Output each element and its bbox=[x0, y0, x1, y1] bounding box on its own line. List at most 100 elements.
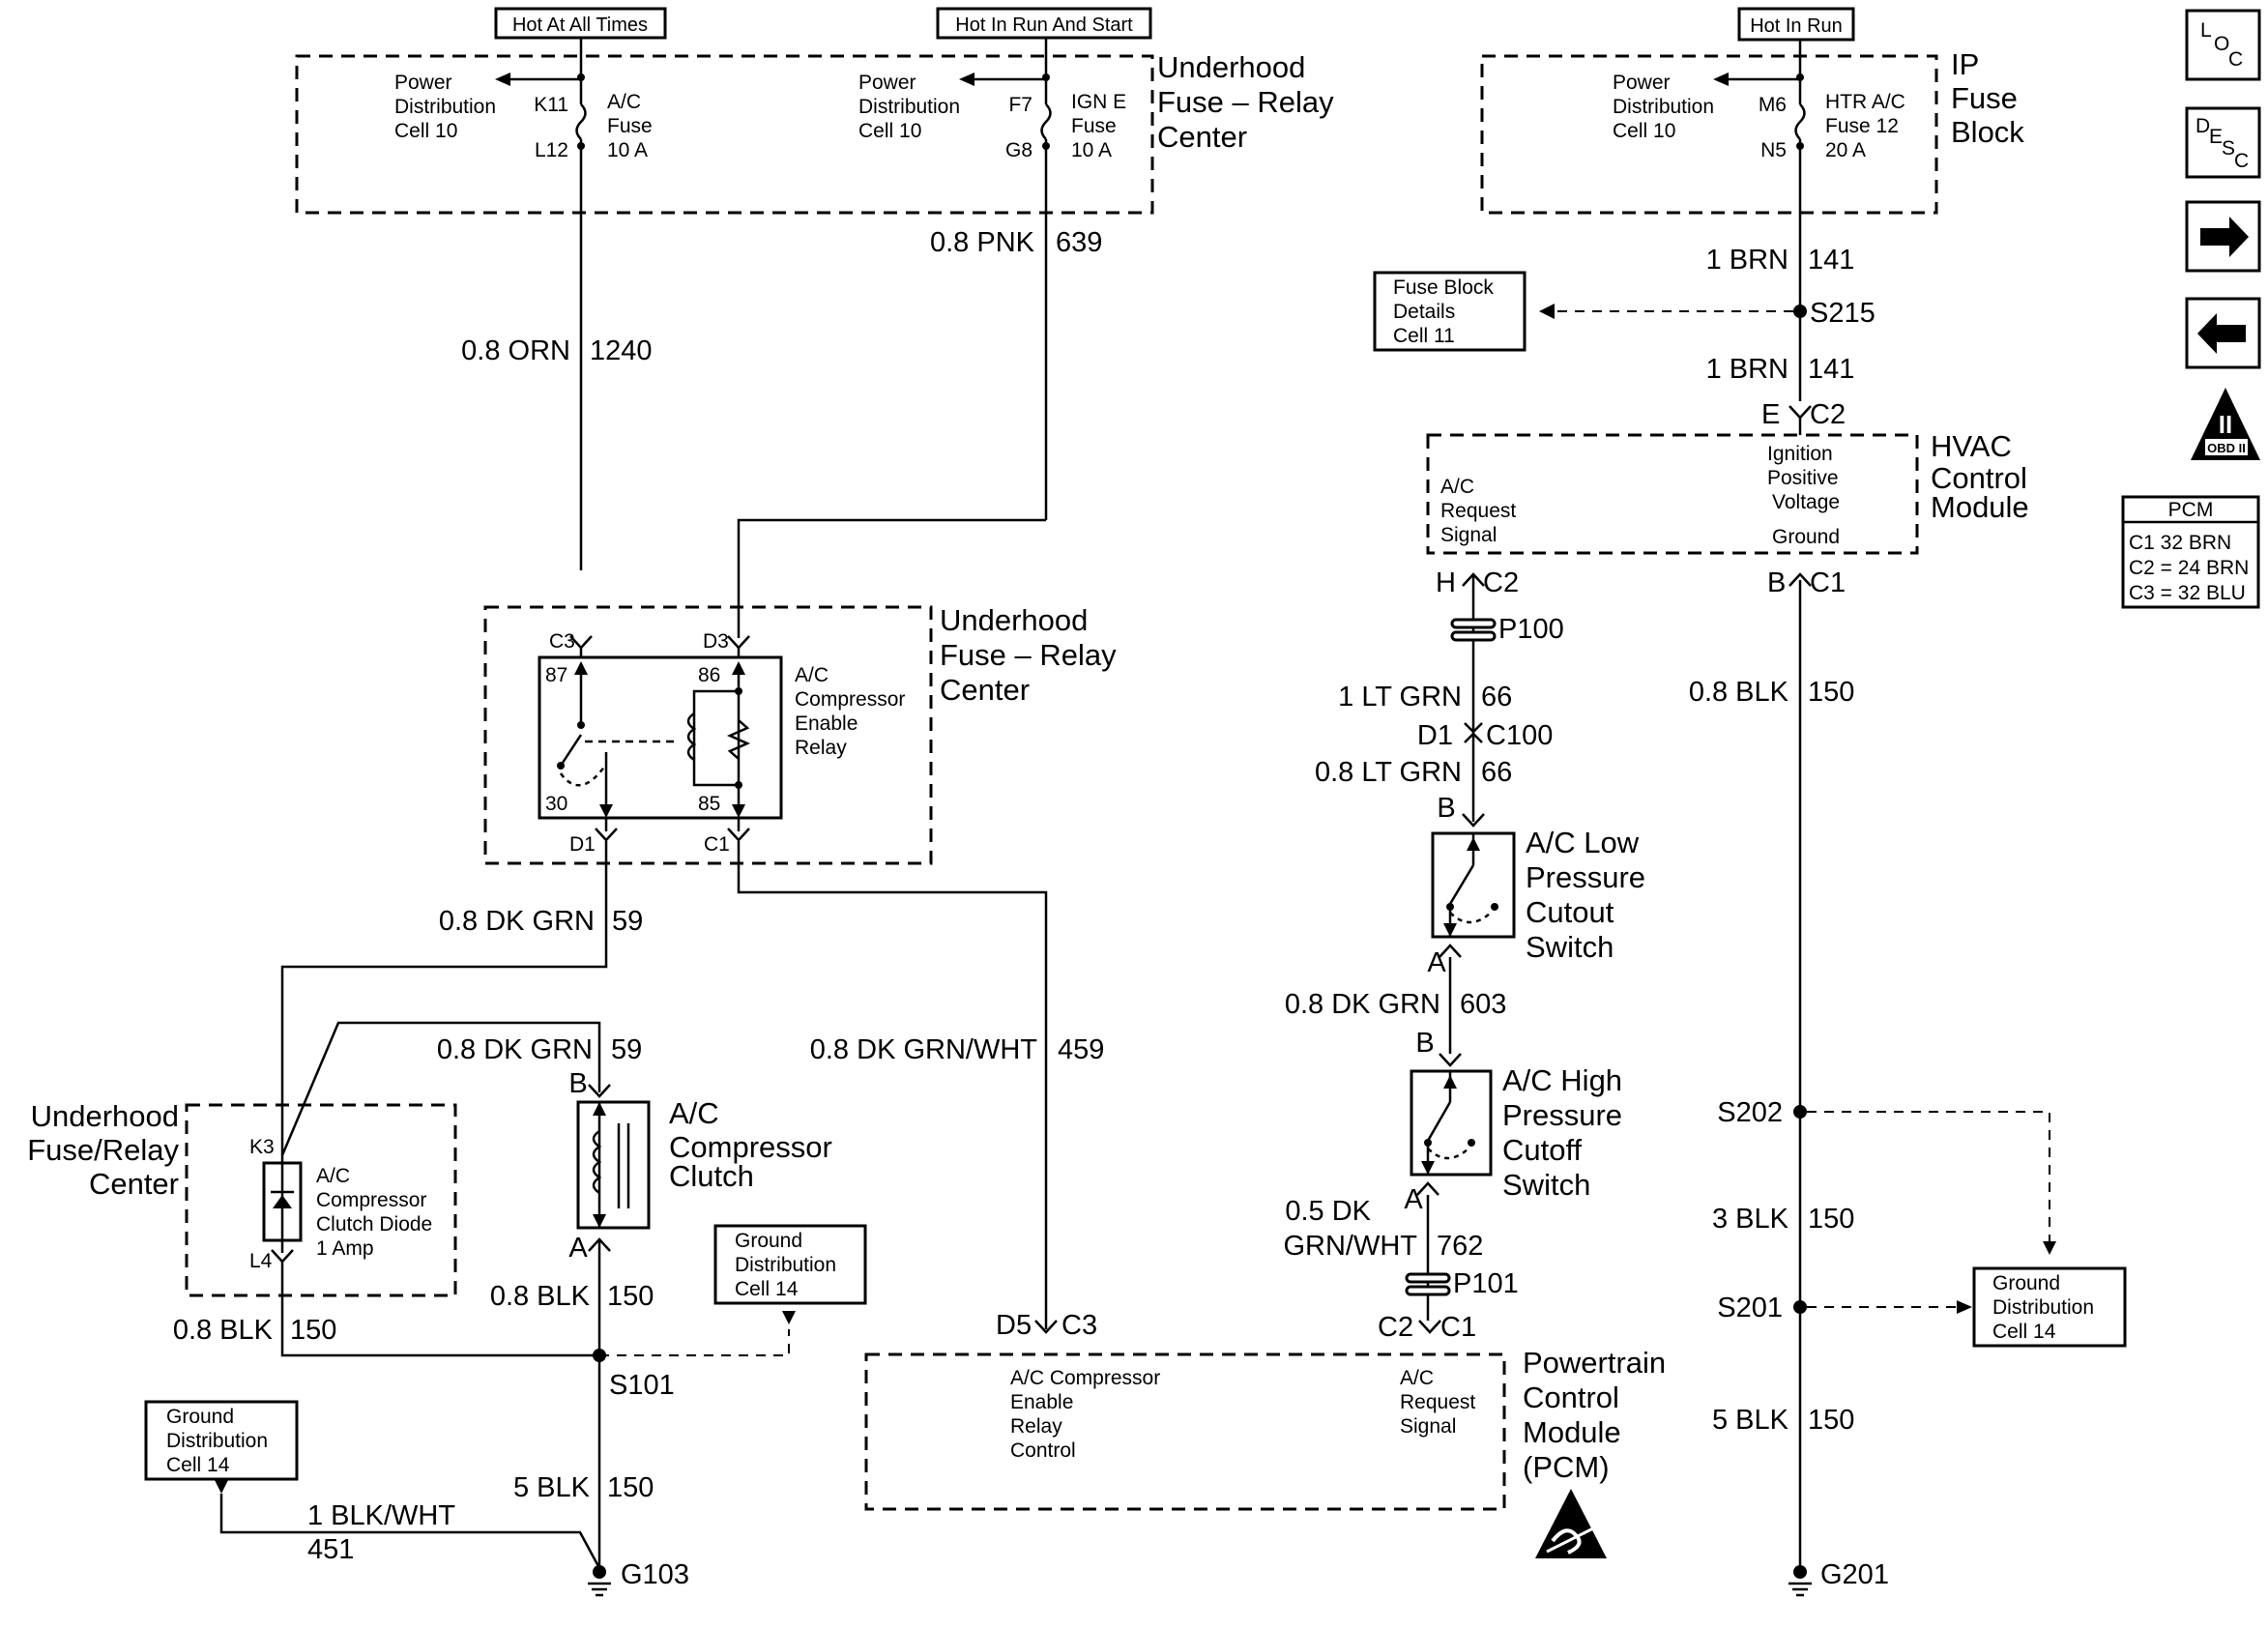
svg-text:A/C High: A/C High bbox=[1502, 1063, 1622, 1097]
svg-text:B: B bbox=[1415, 1028, 1434, 1059]
svg-text:A: A bbox=[1404, 1184, 1423, 1215]
svg-text:Fuse Block: Fuse Block bbox=[1393, 276, 1494, 299]
pcm-connector-legend: PCM C1 32 BRN C2 = 24 BRN C3 = 32 BLU bbox=[2121, 495, 2260, 609]
svg-text:A/C: A/C bbox=[1400, 1367, 1434, 1389]
svg-text:Distribution: Distribution bbox=[1613, 96, 1714, 118]
svg-text:Fuse: Fuse bbox=[607, 115, 653, 137]
svg-text:66: 66 bbox=[1481, 757, 1512, 788]
svg-text:0.8 DK GRN: 0.8 DK GRN bbox=[439, 906, 595, 937]
svg-text:D1: D1 bbox=[1417, 720, 1453, 751]
fuse-block-details-ref[interactable]: Fuse Block Details Cell 11 bbox=[1373, 271, 1527, 352]
svg-text:C1 32 BRN: C1 32 BRN bbox=[2129, 532, 2231, 554]
svg-text:Compressor: Compressor bbox=[316, 1189, 426, 1211]
svg-text:Distribution: Distribution bbox=[735, 1254, 836, 1276]
prev-arrow-button[interactable] bbox=[2185, 297, 2261, 369]
svg-text:Fuse 12: Fuse 12 bbox=[1825, 115, 1899, 137]
ip-fuse-block: IP Fuse Block Power Distribution Cell 10… bbox=[1480, 41, 2024, 215]
svg-text:L12: L12 bbox=[535, 139, 568, 161]
svg-text:H: H bbox=[1436, 567, 1456, 598]
svg-text:(PCM): (PCM) bbox=[1523, 1450, 1610, 1484]
svg-text:0.8 BLK: 0.8 BLK bbox=[1689, 677, 1789, 708]
ground-distribution-ref-2[interactable]: Ground Distribution Cell 14 bbox=[144, 1400, 299, 1481]
loc-button[interactable]: L O C bbox=[2185, 9, 2261, 81]
ground-distribution-ref-1[interactable]: Ground Distribution Cell 14 bbox=[713, 1224, 867, 1305]
svg-text:F7: F7 bbox=[1008, 94, 1032, 116]
svg-text:IGN E: IGN E bbox=[1071, 91, 1126, 113]
source-label: Hot In Run bbox=[1750, 15, 1843, 37]
svg-text:451: 451 bbox=[307, 1534, 354, 1565]
svg-text:G201: G201 bbox=[1820, 1559, 1889, 1590]
splice-s215-dot bbox=[1793, 305, 1807, 318]
splice-s201-dot bbox=[1793, 1300, 1807, 1314]
svg-text:0.8 BLK: 0.8 BLK bbox=[490, 1281, 591, 1312]
svg-text:Cell 11: Cell 11 bbox=[1393, 325, 1455, 347]
esd-warning-icon bbox=[1535, 1489, 1607, 1558]
svg-text:0.8 BLK: 0.8 BLK bbox=[173, 1315, 274, 1346]
svg-text:A/C: A/C bbox=[607, 91, 641, 113]
svg-text:C1: C1 bbox=[1440, 1312, 1476, 1343]
obd-ii-icon: II OBD II bbox=[2191, 388, 2260, 460]
svg-text:Cell 10: Cell 10 bbox=[1613, 120, 1675, 142]
source-tag-hot-run: Hot In Run bbox=[1737, 7, 1855, 42]
svg-text:Relay: Relay bbox=[1010, 1415, 1062, 1438]
svg-text:Center: Center bbox=[940, 673, 1030, 707]
svg-text:M6: M6 bbox=[1759, 94, 1787, 116]
svg-text:Request: Request bbox=[1400, 1391, 1475, 1413]
svg-text:D: D bbox=[2195, 115, 2210, 137]
svg-text:G103: G103 bbox=[621, 1559, 689, 1590]
svg-text:150: 150 bbox=[1808, 677, 1854, 708]
arrow-left-icon bbox=[2197, 313, 2246, 354]
svg-text:59: 59 bbox=[611, 1034, 642, 1065]
svg-text:E: E bbox=[1761, 399, 1780, 430]
svg-text:Details: Details bbox=[1393, 301, 1455, 323]
svg-text:Cutout: Cutout bbox=[1526, 895, 1614, 929]
svg-text:141: 141 bbox=[1808, 245, 1854, 276]
ground-distribution-ref-3[interactable]: Ground Distribution Cell 14 bbox=[1972, 1266, 2127, 1348]
svg-text:B: B bbox=[1767, 567, 1786, 598]
svg-text:10 A: 10 A bbox=[607, 139, 648, 161]
svg-text:N5: N5 bbox=[1760, 139, 1787, 161]
svg-text:Underhood: Underhood bbox=[31, 1099, 179, 1133]
svg-text:Switch: Switch bbox=[1526, 930, 1614, 964]
svg-text:86: 86 bbox=[698, 664, 720, 686]
svg-text:A/C: A/C bbox=[316, 1165, 350, 1187]
splice-s201: S201 bbox=[1717, 1293, 1783, 1323]
svg-text:0.5 DK: 0.5 DK bbox=[1285, 1196, 1371, 1227]
svg-text:P100: P100 bbox=[1498, 614, 1564, 645]
svg-text:Distribution: Distribution bbox=[394, 96, 496, 118]
svg-text:66: 66 bbox=[1481, 682, 1512, 712]
svg-text:141: 141 bbox=[1808, 354, 1854, 385]
desc-button[interactable]: D E S C bbox=[2185, 106, 2261, 179]
svg-text:5 BLK: 5 BLK bbox=[513, 1472, 591, 1503]
svg-text:Underhood: Underhood bbox=[940, 603, 1088, 637]
svg-text:C3: C3 bbox=[1061, 1310, 1097, 1341]
svg-text:Clutch Diode: Clutch Diode bbox=[316, 1213, 432, 1236]
splice-s202: S202 bbox=[1717, 1097, 1783, 1128]
svg-text:Fuse: Fuse bbox=[1951, 81, 2018, 115]
svg-text:762: 762 bbox=[1437, 1231, 1483, 1262]
wire-circuit-label: 639 bbox=[1056, 227, 1102, 258]
powertrain-control-module: D5 C3 C2 C1 A/C Compressor Enable Relay … bbox=[864, 1310, 1666, 1511]
svg-text:Module: Module bbox=[1931, 490, 2029, 524]
svg-text:HTR A/C: HTR A/C bbox=[1825, 91, 1905, 113]
clutch-diode bbox=[262, 1161, 303, 1242]
svg-text:10 A: 10 A bbox=[1071, 139, 1112, 161]
svg-text:87: 87 bbox=[545, 664, 567, 686]
wire-color-label: 0.8 ORN bbox=[461, 335, 570, 366]
next-arrow-button[interactable] bbox=[2185, 200, 2261, 273]
svg-text:1 LT GRN: 1 LT GRN bbox=[1338, 682, 1462, 712]
component-label: Center bbox=[1157, 120, 1247, 154]
svg-text:Cell 10: Cell 10 bbox=[394, 120, 457, 142]
svg-text:C: C bbox=[2234, 150, 2249, 172]
svg-text:Fuse – Relay: Fuse – Relay bbox=[940, 638, 1117, 672]
source-label: Hot At All Times bbox=[512, 15, 648, 36]
svg-text:Control: Control bbox=[1523, 1381, 1619, 1414]
svg-text:Positive: Positive bbox=[1767, 467, 1839, 489]
svg-text:0.8 DK GRN: 0.8 DK GRN bbox=[437, 1034, 593, 1065]
svg-text:E: E bbox=[2209, 126, 2223, 148]
svg-text:C3: C3 bbox=[549, 630, 575, 653]
source-label: Hot In Run And Start bbox=[955, 15, 1133, 36]
svg-text:Pressure: Pressure bbox=[1526, 860, 1645, 894]
svg-text:Distribution: Distribution bbox=[1992, 1296, 2094, 1319]
